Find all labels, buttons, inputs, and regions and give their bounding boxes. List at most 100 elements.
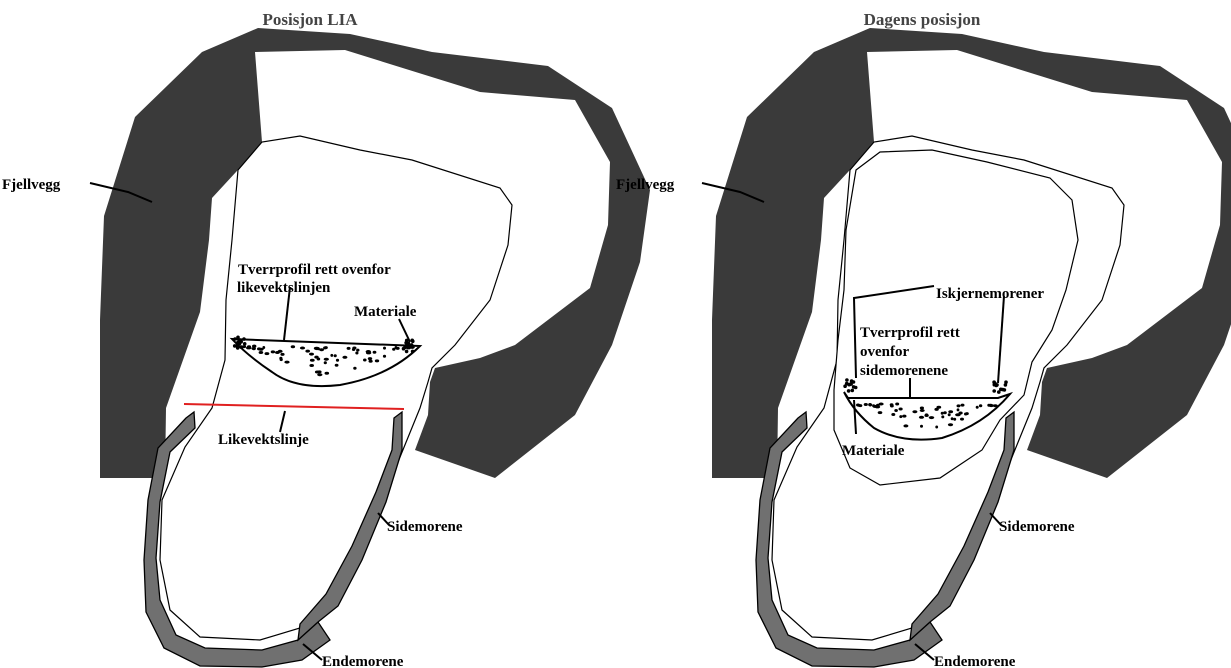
sediment-dot bbox=[891, 413, 895, 416]
label-endemorene-dagens: Endemorene bbox=[934, 654, 1016, 668]
sediment-dot bbox=[948, 413, 951, 416]
sediment-dot bbox=[979, 404, 982, 407]
panel-title-lia: Posisjon LIA bbox=[263, 10, 359, 29]
label-materiale-lia: Materiale bbox=[354, 304, 417, 320]
sediment-dot bbox=[280, 358, 283, 361]
sediment-cluster-dot bbox=[851, 389, 855, 393]
sediment-dot bbox=[352, 348, 355, 351]
sediment-dot bbox=[363, 359, 367, 362]
sediment-dot bbox=[315, 371, 320, 374]
sediment-dot bbox=[319, 348, 324, 351]
sediment-dot bbox=[858, 404, 862, 407]
sediment-dot bbox=[396, 347, 400, 350]
sediment-cluster-dot bbox=[843, 384, 847, 388]
sediment-dot bbox=[383, 355, 386, 358]
sediment-dot bbox=[280, 353, 284, 356]
sediment-cluster-dot bbox=[238, 342, 242, 346]
sediment-dot bbox=[291, 345, 295, 348]
sediment-cluster-dot bbox=[403, 346, 407, 350]
sediment-dot bbox=[309, 364, 314, 367]
sediment-cluster-dot bbox=[243, 342, 247, 346]
sediment-dot bbox=[335, 364, 339, 367]
sediment-dot bbox=[864, 403, 868, 406]
sediment-cluster-dot bbox=[233, 344, 237, 348]
label-fjellvegg-lia: Fjellvegg bbox=[2, 177, 61, 193]
sediment-dot bbox=[336, 359, 339, 362]
sediment-cluster-dot bbox=[847, 389, 851, 393]
sediment-cluster-dot bbox=[410, 343, 414, 347]
sediment-cluster-dot bbox=[848, 383, 852, 387]
sediment-dot bbox=[989, 404, 994, 407]
sediment-dot bbox=[943, 411, 947, 414]
label-sidemorene-dagens: Sidemorene bbox=[999, 519, 1075, 535]
sediment-dot bbox=[330, 354, 333, 357]
sediment-dot bbox=[902, 415, 906, 418]
sediment-dot bbox=[300, 347, 305, 350]
sediment-dot bbox=[314, 356, 318, 359]
sediment-cluster-dot bbox=[242, 337, 246, 341]
sediment-cluster-dot bbox=[1003, 388, 1007, 392]
sediment-cluster-dot bbox=[410, 339, 414, 343]
sediment-dot bbox=[924, 414, 928, 417]
sediment-cluster-dot bbox=[411, 350, 415, 354]
sediment-dot bbox=[899, 415, 902, 418]
label-tverrprofil-dagens-2: ovenfor bbox=[860, 344, 909, 360]
sediment-dot bbox=[366, 351, 371, 354]
sediment-dot bbox=[894, 409, 898, 412]
label-likevektslinje: Likevektslinje bbox=[218, 432, 309, 448]
label-tverrprofil-dagens-3: sidemorenene bbox=[860, 363, 948, 379]
sediment-dot bbox=[959, 412, 963, 415]
sediment-cluster-dot bbox=[236, 346, 240, 350]
sediment-cluster-dot bbox=[993, 383, 997, 387]
sediment-dot bbox=[876, 404, 880, 407]
sediment-dot bbox=[247, 345, 251, 348]
sediment-dot bbox=[953, 418, 956, 421]
sediment-dot bbox=[890, 405, 894, 408]
sediment-dot bbox=[912, 410, 917, 413]
sediment-dot bbox=[259, 351, 264, 354]
sediment-dot bbox=[941, 412, 944, 415]
label-fjellvegg-dagens: Fjellvegg bbox=[616, 177, 675, 193]
sediment-dot bbox=[895, 403, 899, 406]
sediment-dot bbox=[356, 349, 359, 352]
sediment-dot bbox=[342, 356, 347, 359]
sediment-dot bbox=[355, 352, 358, 355]
sediment-dot bbox=[309, 353, 314, 356]
sediment-dot bbox=[869, 404, 872, 407]
sediment-dot bbox=[324, 358, 329, 361]
sediment-cluster-dot bbox=[1004, 380, 1008, 384]
sediment-cluster-dot bbox=[850, 379, 854, 383]
sediment-dot bbox=[325, 372, 330, 375]
sediment-dot bbox=[262, 346, 265, 349]
sediment-dot bbox=[334, 354, 337, 357]
sediment-cluster-dot bbox=[404, 341, 408, 345]
sediment-dot bbox=[305, 350, 310, 353]
sediment-dot bbox=[935, 426, 938, 429]
sediment-dot bbox=[383, 347, 386, 350]
panel-title-dagens: Dagens posisjon bbox=[864, 10, 981, 29]
label-sidemorene-lia: Sidemorene bbox=[387, 519, 463, 535]
sediment-cluster-dot bbox=[999, 388, 1003, 392]
sediment-dot bbox=[368, 357, 372, 360]
sediment-dot bbox=[310, 359, 315, 362]
sediment-dot bbox=[920, 409, 925, 412]
sediment-dot bbox=[284, 361, 289, 364]
sediment-dot bbox=[957, 404, 961, 407]
sediment-dot bbox=[920, 425, 923, 428]
sediment-dot bbox=[373, 351, 377, 354]
sediment-dot bbox=[314, 347, 320, 350]
sediment-dot bbox=[948, 410, 953, 413]
sediment-dot bbox=[941, 415, 944, 418]
sediment-dot bbox=[323, 346, 327, 349]
sediment-dot bbox=[872, 404, 875, 407]
sediment-dot bbox=[375, 359, 379, 362]
sediment-dot bbox=[903, 424, 908, 427]
sediment-dot bbox=[353, 367, 356, 370]
sediment-dot bbox=[324, 361, 327, 364]
sediment-dot bbox=[951, 417, 954, 420]
sediment-cluster-dot bbox=[236, 336, 240, 340]
sediment-dot bbox=[257, 347, 261, 350]
label-iskjernemorener: Iskjernemorener bbox=[936, 286, 1044, 302]
sediment-dot bbox=[919, 416, 924, 419]
sediment-dot bbox=[265, 352, 270, 355]
